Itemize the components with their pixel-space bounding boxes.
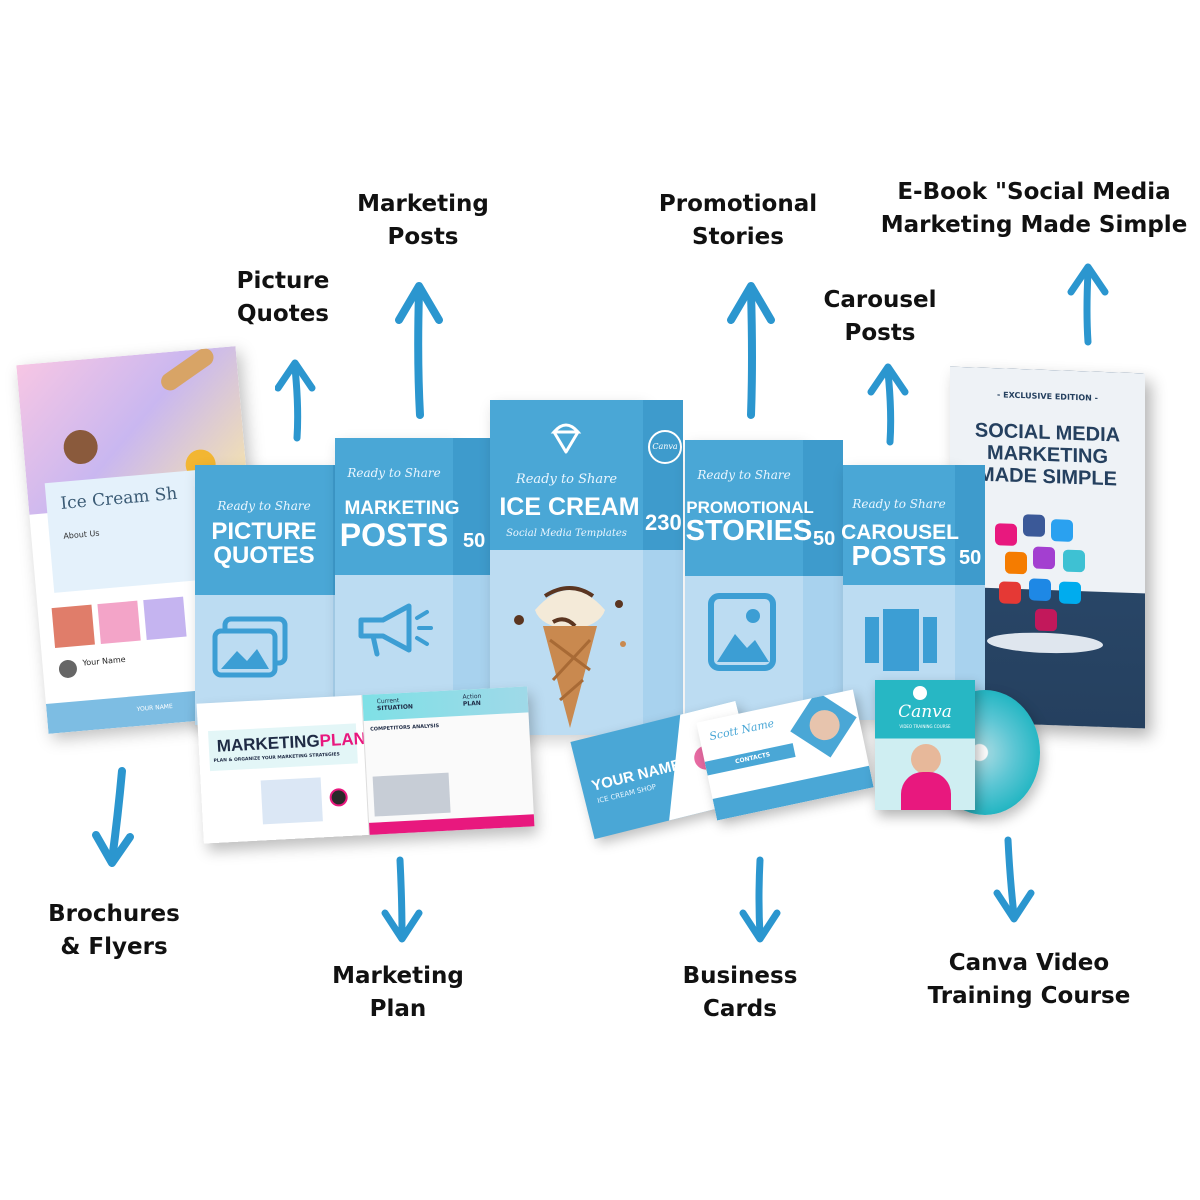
arrow-up-icon bbox=[867, 363, 909, 446]
arrow-up-icon bbox=[727, 282, 775, 419]
brochure-footer: YOUR NAME bbox=[136, 702, 174, 714]
dvd-case: Canva VIDEO TRAINING COURSE bbox=[875, 680, 975, 810]
carousel-icon bbox=[865, 609, 937, 671]
arrow-up-icon bbox=[1067, 263, 1109, 346]
box-ice-cream: Ready to Share ICE CREAM Social Media Te… bbox=[490, 400, 683, 735]
play-icon bbox=[913, 686, 927, 700]
image-icon bbox=[708, 593, 776, 671]
marketing-plan-book: MARKETINGPLAN PLAN & ORGANIZE YOUR MARKE… bbox=[196, 686, 535, 844]
box-title-line2: QUOTES bbox=[213, 542, 315, 569]
box-count: 230 bbox=[645, 510, 682, 535]
box-title: ICE CREAM bbox=[499, 493, 640, 521]
box-subtitle: Social Media Templates bbox=[506, 528, 627, 539]
arrow-down-icon bbox=[739, 856, 781, 943]
card-script: Scott Name bbox=[708, 716, 776, 744]
box-title-line2: STORIES bbox=[685, 515, 813, 547]
label-brochures: Brochures& Flyers bbox=[48, 901, 180, 960]
box-count: 50 bbox=[813, 528, 836, 550]
brochure-about: About Us bbox=[62, 528, 100, 541]
box-tagline: Ready to Share bbox=[697, 468, 791, 482]
ebook: - EXCLUSIVE EDITION - SOCIAL MEDIA MARKE… bbox=[950, 366, 1145, 729]
arrow-up-icon bbox=[275, 359, 316, 442]
box-marketing-posts: Ready to Share MARKETING POSTS 50 bbox=[335, 438, 493, 723]
box-title-line1: PROMOTIONAL bbox=[686, 498, 814, 517]
box-title-line2: POSTS bbox=[339, 517, 449, 553]
box-carousel-posts: Ready to Share CAROUSEL POSTS 50 bbox=[841, 465, 985, 720]
plan-competitors: COMPETITORS ANALYSIS bbox=[370, 723, 440, 733]
dvd-subtitle: VIDEO TRAINING COURSE bbox=[899, 724, 951, 729]
box-picture-quotes: Ready to Share PICTURE QUOTES 50 bbox=[195, 465, 361, 725]
box-count: 50 bbox=[959, 547, 982, 569]
box-tagline: Ready to Share bbox=[347, 466, 441, 480]
box-title-line2: POSTS bbox=[851, 540, 947, 571]
ice-cream-logo-icon bbox=[550, 423, 582, 454]
arrow-down-icon bbox=[993, 836, 1035, 923]
image-stack-icon bbox=[212, 616, 288, 678]
box-title-line1: CAROUSEL bbox=[841, 521, 959, 544]
box-title-line1: PICTURE bbox=[211, 518, 317, 545]
social-icons-cluster-icon bbox=[987, 514, 1103, 654]
megaphone-icon bbox=[358, 603, 433, 657]
brochure-person-name: Your Name bbox=[82, 654, 126, 668]
box-promotional-stories: Ready to Share PROMOTIONAL STORIES 50 bbox=[685, 440, 843, 723]
box-count: 50 bbox=[463, 530, 486, 552]
ice-cream-cone-icon bbox=[514, 586, 626, 728]
box-tagline: Ready to Share bbox=[217, 499, 311, 513]
canva-badge: Canva bbox=[648, 430, 682, 464]
arrow-down-icon bbox=[92, 767, 134, 867]
box-tagline: Ready to Share bbox=[515, 472, 618, 487]
arrow-up-icon bbox=[395, 282, 443, 419]
dvd-title: Canva bbox=[898, 702, 952, 722]
card-contacts: CONTACTS bbox=[734, 751, 771, 766]
box-tagline: Ready to Share bbox=[852, 497, 946, 511]
brochure-title: Ice Cream Sh bbox=[59, 483, 179, 514]
arrow-down-icon bbox=[381, 856, 423, 943]
box-title-line1: MARKETING bbox=[344, 498, 460, 519]
